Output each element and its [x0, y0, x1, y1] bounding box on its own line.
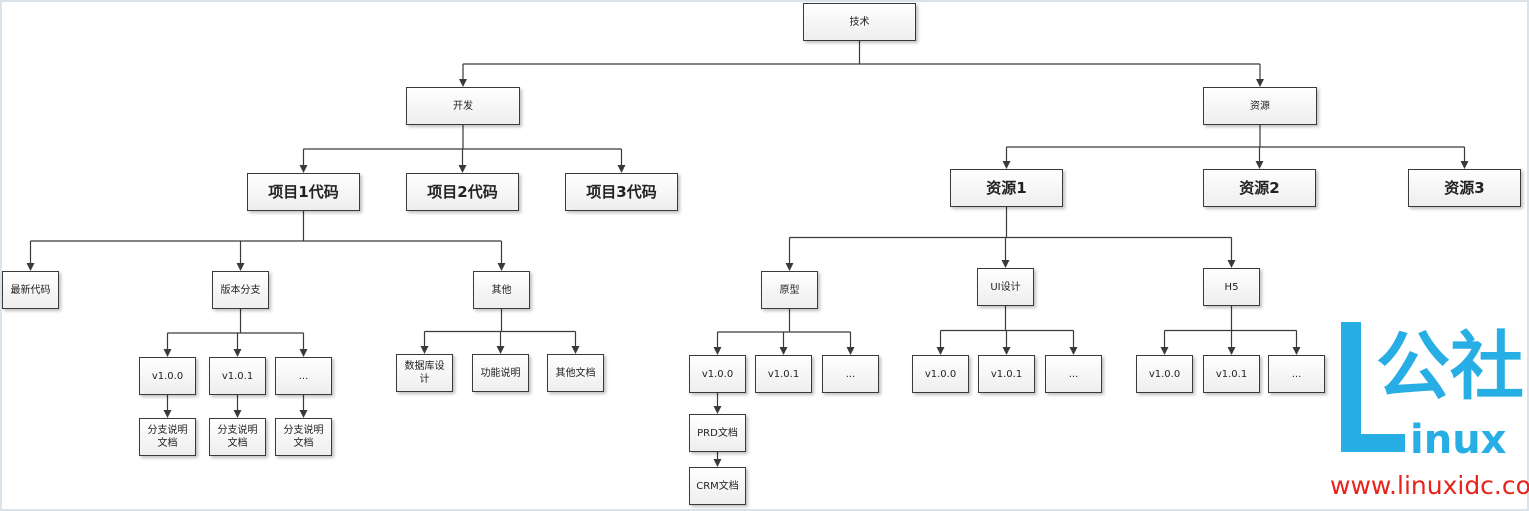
node-root: 技术 — [803, 3, 916, 41]
node-r3: 资源3 — [1408, 169, 1521, 207]
node-b100: v1.0.0 — [139, 357, 196, 395]
node-dbdesign: 数据库设 计 — [396, 354, 453, 392]
arrowhead-b100 — [163, 349, 172, 357]
arrowhead-branch — [236, 263, 245, 271]
connector-from-other — [423, 309, 577, 348]
arrowhead-r1 — [1002, 161, 1011, 169]
node-uv100: v1.0.0 — [912, 355, 969, 393]
node-otherdoc: 其他文档 — [547, 354, 604, 392]
node-other: 其他 — [473, 271, 530, 309]
arrowhead-crm — [713, 459, 722, 467]
logo-big-text: 公社 — [1376, 324, 1524, 410]
arrowhead-uv101 — [1002, 347, 1011, 355]
node-branch: 版本分支 — [212, 271, 269, 309]
arrowhead-res — [1256, 79, 1264, 87]
arrowhead-funcdesc — [496, 346, 505, 354]
arrowhead-uv100 — [936, 347, 945, 355]
arrowhead-dbdesign — [420, 346, 429, 354]
node-p1: 项目1代码 — [247, 173, 360, 211]
arrowhead-p3 — [617, 165, 626, 173]
node-r2: 资源2 — [1203, 169, 1316, 207]
logo-small-text: inux — [1410, 417, 1507, 463]
arrowhead-other — [497, 263, 506, 271]
node-pv100: v1.0.0 — [689, 355, 746, 393]
node-bd2: 分支说明 文档 — [209, 418, 266, 456]
node-ui: UI设计 — [977, 268, 1034, 306]
arrowhead-hv100 — [1160, 347, 1169, 355]
arrowhead-pvdots — [846, 347, 855, 355]
node-uv101: v1.0.1 — [978, 355, 1035, 393]
arrowhead-h5 — [1227, 260, 1236, 268]
logo-url-text: www.linuxidc.com — [1330, 471, 1529, 500]
node-funcdesc: 功能说明 — [472, 354, 529, 392]
arrowhead-r3 — [1460, 161, 1469, 169]
node-p2: 项目2代码 — [406, 173, 519, 211]
node-dev: 开发 — [406, 87, 520, 125]
node-pv101: v1.0.1 — [755, 355, 812, 393]
arrowhead-ui — [1001, 260, 1010, 268]
logo-l-vertical — [1341, 322, 1361, 452]
arrowhead-bd1 — [163, 410, 172, 418]
arrowhead-p2 — [458, 165, 467, 173]
arrowhead-r2 — [1255, 161, 1264, 169]
arrowhead-bd2 — [233, 410, 242, 418]
connector-from-res — [1005, 125, 1466, 163]
arrowhead-proto — [785, 263, 794, 271]
node-res: 资源 — [1203, 87, 1317, 125]
node-r1: 资源1 — [950, 169, 1063, 207]
node-bd1: 分支说明 文档 — [139, 418, 196, 456]
arrowhead-uvdots — [1069, 347, 1078, 355]
arrowhead-hv101 — [1227, 347, 1236, 355]
arrowhead-latest — [26, 263, 35, 271]
node-uvdots: ... — [1045, 355, 1102, 393]
connector-from-h5 — [1163, 306, 1298, 349]
arrowhead-bd3 — [299, 410, 308, 418]
arrowhead-pv100 — [713, 347, 722, 355]
arrowhead-b101 — [233, 349, 242, 357]
node-p3: 项目3代码 — [565, 173, 678, 211]
arrowhead-p1 — [299, 165, 308, 173]
node-prd: PRD文档 — [689, 414, 746, 452]
node-h5: H5 — [1203, 268, 1260, 306]
arrowhead-pv101 — [779, 347, 788, 355]
connector-from-proto — [716, 309, 852, 349]
arrowhead-hvdots — [1292, 347, 1301, 355]
arrowhead-dev — [459, 79, 467, 87]
node-proto: 原型 — [761, 271, 818, 309]
node-pvdots: ... — [822, 355, 879, 393]
node-hvdots: ... — [1268, 355, 1325, 393]
logo-l-horizontal — [1341, 434, 1405, 452]
connector-from-root — [462, 41, 1261, 81]
node-latest: 最新代码 — [2, 271, 59, 309]
arrowhead-otherdoc — [571, 346, 580, 354]
node-hv100: v1.0.0 — [1136, 355, 1193, 393]
arrowhead-bdots — [299, 349, 308, 357]
node-crm: CRM文档 — [689, 467, 746, 505]
connector-from-branch — [166, 309, 305, 351]
node-bdots: ... — [275, 357, 332, 395]
connector-from-ui — [939, 306, 1075, 349]
node-bd3: 分支说明 文档 — [275, 418, 332, 456]
connector-from-dev — [302, 125, 623, 167]
arrowhead-prd — [713, 406, 722, 414]
node-b101: v1.0.1 — [209, 357, 266, 395]
connector-from-r1 — [788, 207, 1233, 265]
node-hv101: v1.0.1 — [1203, 355, 1260, 393]
connector-from-p1 — [29, 211, 503, 265]
